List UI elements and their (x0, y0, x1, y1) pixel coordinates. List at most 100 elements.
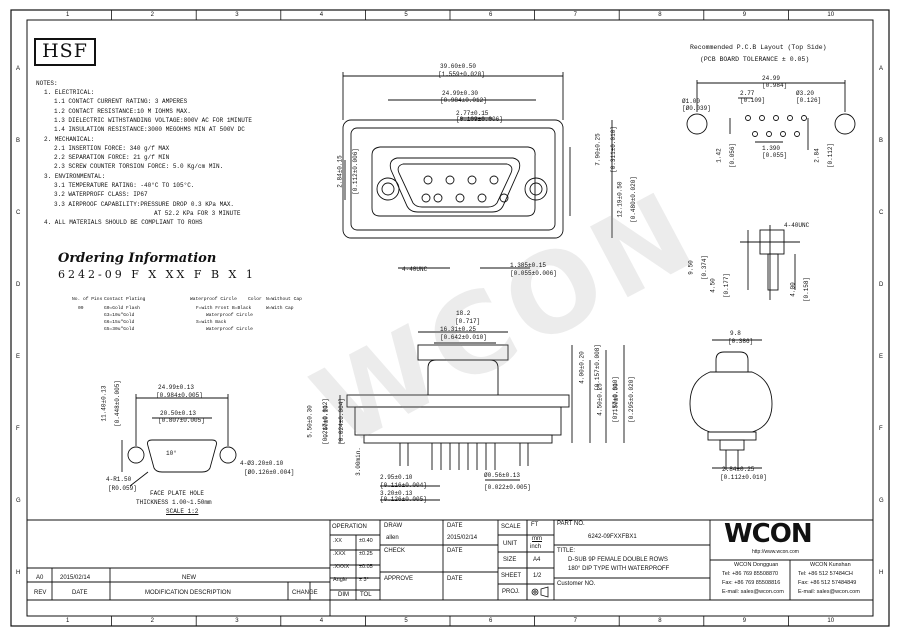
pcb-title: Recommended P.C.B Layout (Top Side) (690, 44, 827, 51)
undefined: 4-R1.50 (106, 476, 132, 483)
kunshan-contact-line: Tel: +86 512 57484CH (798, 571, 853, 577)
ordering-legend-item: G3=10u"Gold (104, 313, 135, 318)
undefined: [0.984±0.005] (156, 392, 203, 399)
tol-value: ±0.25 (359, 551, 373, 557)
border-row-label: G (16, 498, 21, 504)
ordering-title: Ordering Information (58, 251, 217, 266)
tol-dim: Angle (333, 577, 348, 583)
panel-scale: SCALE 1:2 (166, 508, 199, 515)
border-col-label: 10 (827, 618, 835, 624)
ordering-legend-item: W=With Cap (266, 306, 294, 311)
border-col-label: 3 (235, 12, 239, 18)
draw-label: DRAW (384, 523, 403, 529)
undefined: 1.385±0.15 (510, 262, 547, 269)
undefined: [0.984] (762, 82, 788, 89)
ordering-legend-item: N=Without Cap (266, 297, 302, 302)
undefined: 4.00 (789, 282, 797, 297)
ordering-legend-item: Waterproof Circle (206, 313, 253, 318)
undefined: [0.158] (803, 276, 811, 303)
undefined: [0.311±0.010] (609, 126, 617, 173)
rev-date-header: DATE (72, 590, 88, 596)
border-col-label: 5 (404, 12, 408, 18)
note-line: 3.3 AIRPROOF CAPABILITY:PRESSURE DROP 0.… (54, 200, 235, 208)
undefined: 7.90±0.25 (594, 133, 602, 166)
dim-label: DIM (338, 592, 349, 598)
title-line-2: 180° DIP TYPE WITH WATERPROFF (568, 566, 670, 572)
note-line: 3.1 TEMPERATURE RATING: -40°C TO 105°C. (54, 182, 195, 189)
border-row-label: H (879, 570, 884, 576)
undefined: [0.022±0.005] (484, 484, 531, 491)
border-row-label: B (879, 138, 884, 144)
note-line: 3. ENVIRONMENTAL: (44, 172, 106, 180)
undefined: 4-40UNC (402, 266, 428, 273)
undefined: 7.50±0.50 (612, 383, 620, 416)
note-line: 1.1 CONTACT CURRENT RATING: 3 AMPERES (54, 98, 188, 106)
undefined: [Ø0.126±0.004] (244, 469, 295, 476)
border-row-label: G (879, 498, 884, 504)
border-row-label: E (879, 354, 884, 360)
date-value: 2015/02/14 (447, 535, 478, 541)
undefined: Ø0.56±0.13 (484, 472, 521, 479)
border-col-label: 8 (658, 618, 662, 624)
unit-mm: mm (532, 536, 542, 542)
undefined: 5.50±0.30 (306, 405, 314, 438)
note-line: AT 52.2 KPa FOR 3 MINUTE (154, 209, 241, 217)
undefined: [0.386] (728, 338, 754, 345)
undefined: [0.126±0.005] (380, 496, 427, 503)
undefined: 12.19±0.50 (616, 181, 624, 218)
operation-label: OPERATION (332, 524, 367, 530)
tol-dim: .XXX (333, 551, 346, 557)
size-label: SIZE (503, 557, 517, 563)
hsf-logo: HSF (34, 38, 96, 66)
date-label: DATE (447, 523, 463, 529)
dongguan-contact-line: E-mail: sales@wcon.com (722, 589, 784, 595)
border-col-label: 2 (150, 618, 154, 624)
undefined: [0.109] (740, 97, 766, 104)
undefined: 11.40±0.13 (100, 385, 108, 422)
undefined: [0.374] (701, 254, 709, 281)
undefined: 2.84 (813, 148, 821, 163)
panel-thickness: THICKNESS 1.00~1.50mm (136, 499, 212, 506)
undefined: 3.20±0.13 (380, 490, 413, 497)
check-label: CHECK (384, 548, 406, 554)
ordering-code: 6242-09 F X XX F B X 1 (58, 268, 256, 281)
tol-dim: .XXXX (333, 564, 350, 570)
undefined: [Ø0.039] (682, 105, 711, 112)
undefined: 10° (166, 450, 177, 457)
undefined: 1.42 (715, 148, 723, 163)
undefined: 9.50 (687, 260, 695, 275)
scale-value: FT (531, 522, 539, 528)
border-row-label: F (879, 426, 883, 432)
size-value: A4 (533, 557, 541, 563)
note-line: 2.1 INSERTION FORCE: 340 g/f MAX (54, 144, 170, 152)
border-row-label: C (879, 210, 884, 216)
tol-value: ± 3° (359, 577, 369, 583)
title-line-1: D-SUB 9P FEMALE DOUBLE ROWS (568, 557, 668, 563)
note-line: 1.4 INSULATION RESISTANCE:3000 MEGOHMS M… (54, 126, 245, 134)
undefined: [0.480±0.020] (629, 176, 637, 223)
scale-label: SCALE (501, 524, 521, 530)
dongguan-contact-line: Tel: +86 769 85508870 (722, 571, 779, 577)
undefined: 39.60±0.50 (440, 63, 477, 70)
rev-header: REV (34, 590, 47, 596)
undefined: 2.77 (740, 90, 755, 97)
company-web: http://www.wcon.com (752, 549, 799, 555)
tol-label: TOL (360, 592, 372, 598)
unit-inch: inch (530, 544, 542, 550)
undefined: 3.00min. (354, 447, 362, 476)
border-col-label: 9 (742, 12, 747, 18)
undefined: 24.99±0.13 (158, 384, 195, 391)
undefined: 1.390 (762, 145, 781, 152)
undefined: 4.00±0.20 (578, 351, 586, 384)
undefined: 2.84±0.25 (722, 466, 755, 473)
draw-name: allen (386, 535, 399, 541)
undefined: [0.116±0.004] (380, 482, 427, 489)
undefined: 0.60±0.10 (322, 405, 330, 438)
change-header: CHANGE (292, 590, 318, 596)
pcb-tolerance: (PCB BOARD TOLERANCE ± 0.05) (700, 56, 810, 63)
undefined: 9.8 (730, 330, 741, 337)
unit-label: UNIT (503, 541, 517, 547)
check-date-label: DATE (447, 548, 463, 554)
